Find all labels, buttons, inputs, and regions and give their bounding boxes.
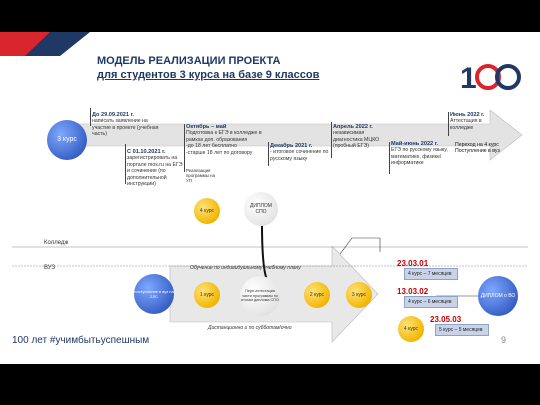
college-diploma-circle: ДИПЛОМ СПО: [244, 192, 278, 226]
transfer-circle: Пере-аттестация части программы по итога…: [240, 276, 280, 316]
event-6: Май-июнь 2022 г.ЕГЭ по русскому языку, м…: [391, 141, 448, 167]
event-5: Апрель 2022 г.независимая диагностика МЦ…: [333, 124, 380, 150]
event-7: Июнь 2022 г.Аттестация в колледже: [450, 112, 485, 131]
college-label: Колледж: [44, 240, 69, 246]
page-number: 9: [501, 335, 507, 345]
vuz-label: ВУЗ: [44, 265, 56, 271]
vuz-course4-circle: 4 курс: [398, 316, 424, 342]
individual-plan-label: Обучение по индивидуальному учебному пла…: [190, 265, 301, 271]
code-3: 23.05.03: [430, 315, 462, 324]
anniversary-logo: 1: [460, 62, 521, 94]
timeline-arrow: [69, 109, 523, 161]
corner-decoration: [0, 32, 90, 56]
vuz-course3-circle: 3 курс: [346, 282, 372, 308]
college-course4-circle: 4 курс: [194, 198, 220, 224]
period-2: 4 курс – 6 месяцев: [404, 296, 458, 308]
page-title: МОДЕЛЬ РЕАЛИЗАЦИИ ПРОЕКТА для студентов …: [97, 54, 319, 82]
svg-text:1: 1: [460, 62, 477, 94]
period-3: 5 курс – 5 месяцев: [435, 324, 489, 336]
remote-label: Дистанционно и по субботам/очно: [208, 325, 292, 331]
event-4: Декабрь 2021 г.- итоговое сочинение по р…: [270, 143, 329, 162]
title-line1: МОДЕЛЬ РЕАЛИЗАЦИИ ПРОЕКТА: [97, 55, 281, 67]
vuz-diploma-circle: ДИПЛОМ о ВО: [478, 276, 518, 316]
code-2: 13.03.02: [397, 287, 429, 296]
side-note: Реализация программы на УП: [186, 168, 216, 184]
slide: МОДЕЛЬ РЕАЛИЗАЦИИ ПРОЕКТА для студентов …: [0, 32, 540, 364]
admission-circle: поступление в вуз на 2ЛС: [134, 274, 174, 314]
event-1: До 29.09.2021 г.написать заявление на уч…: [92, 112, 159, 138]
event-2: С 01.10.2021 г.зарегистрировать на порта…: [127, 149, 183, 188]
vuz-course1-circle: 1 курс: [194, 282, 220, 308]
footer-slogan: 100 лет #учимбытьуспешным: [12, 335, 150, 346]
code-1: 23.03.01: [397, 259, 429, 268]
start-course-circle: 3 курс: [47, 120, 87, 160]
vuz-course2-circle: 2 курс: [304, 282, 330, 308]
period-1: 4 курс – 7 месяцев: [404, 268, 458, 280]
title-line2: для студентов 3 курса на базе 9 классов: [97, 69, 320, 81]
